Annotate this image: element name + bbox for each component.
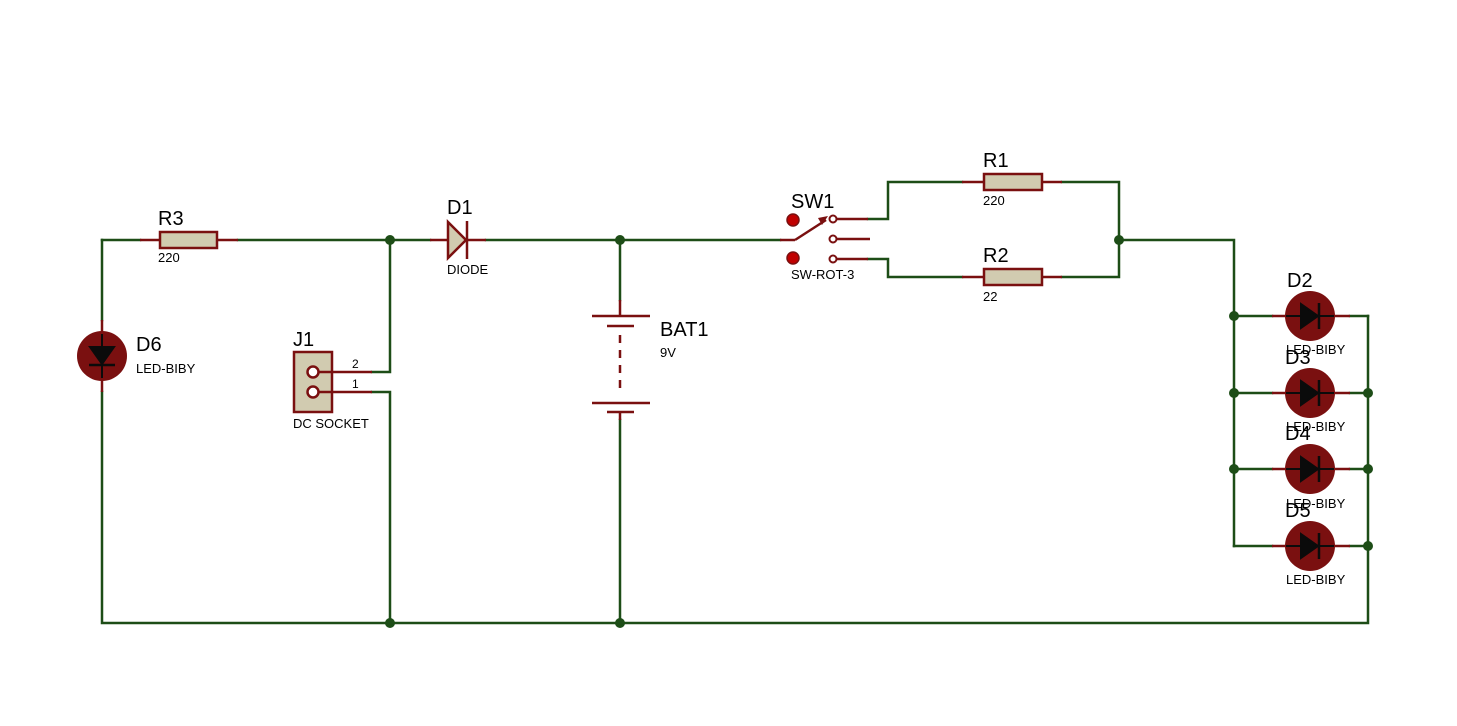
led-d3[interactable]: D3 LED-BIBY <box>1272 347 1350 434</box>
sw1-wiper-arrow <box>818 216 828 225</box>
j1-value-label: DC SOCKET <box>293 416 369 431</box>
wires <box>100 180 1370 625</box>
d4-ref-label: D4 <box>1285 423 1311 445</box>
led-d6[interactable]: D6 LED-BIBY <box>77 320 196 392</box>
bat1-value-label: 9V <box>660 345 676 360</box>
d3-triangle <box>1300 379 1320 407</box>
led-d5[interactable]: D5 LED-BIBY <box>1272 500 1350 587</box>
j1-pin1-hole <box>306 385 320 399</box>
junction-node <box>1363 388 1373 398</box>
d6-ref-label: D6 <box>136 334 162 356</box>
wire-ground-rail <box>100 314 1370 625</box>
sw1-contact-3 <box>828 254 838 264</box>
sw1-ref-label: SW1 <box>791 191 834 213</box>
d1-triangle <box>446 218 468 262</box>
d6-value-label: LED-BIBY <box>136 361 196 376</box>
d5-value-label: LED-BIBY <box>1286 572 1346 587</box>
battery-bat1[interactable]: BAT1 9V <box>592 300 709 420</box>
d4-value-label: LED-BIBY <box>1286 496 1346 511</box>
d3-ref-label: D3 <box>1285 347 1311 369</box>
d2-value-label: LED-BIBY <box>1286 342 1346 357</box>
junction-node <box>1229 388 1239 398</box>
wire-r1-r2-join <box>1060 180 1121 279</box>
junction-node <box>1114 235 1124 245</box>
junction-node <box>1229 464 1239 474</box>
switch-sw1[interactable]: SW1 SW-ROT-3 <box>780 191 870 282</box>
d2-ref-label: D2 <box>1287 270 1313 292</box>
d1-value-label: DIODE <box>447 262 489 277</box>
sw1-contact-2 <box>828 234 838 244</box>
junction-node <box>1363 541 1373 551</box>
d4-triangle <box>1300 455 1320 483</box>
r1-value-label: 220 <box>983 193 1005 208</box>
sw1-state-indicator-icon[interactable] <box>786 213 800 227</box>
r2-body <box>982 267 1044 287</box>
junction-node <box>615 618 625 628</box>
wire-sw-to-r2 <box>866 257 964 279</box>
bat1-ref-label: BAT1 <box>660 319 709 341</box>
wire-j1-pin2 <box>370 238 392 374</box>
junction-node <box>1229 311 1239 321</box>
d2-triangle <box>1300 302 1320 330</box>
resistor-r3[interactable]: R3 220 <box>140 208 238 265</box>
resistor-r2[interactable]: R2 22 <box>962 245 1062 304</box>
led-d4[interactable]: D4 LED-BIBY <box>1272 423 1350 511</box>
diode-d1[interactable]: D1 DIODE <box>430 197 489 277</box>
junction-node <box>615 235 625 245</box>
r3-value-label: 220 <box>158 250 180 265</box>
junction-node <box>385 618 395 628</box>
junction-node <box>1363 464 1373 474</box>
connector-j1[interactable]: 2 1 J1 DC SOCKET <box>292 329 372 431</box>
r3-ref-label: R3 <box>158 208 184 230</box>
d1-ref-label: D1 <box>447 197 473 219</box>
d5-ref-label: D5 <box>1285 500 1311 522</box>
d5-triangle <box>1300 532 1320 560</box>
wire-to-led-bank <box>1117 238 1236 548</box>
j1-pin2-hole <box>306 365 320 379</box>
d3-value-label: LED-BIBY <box>1286 419 1346 434</box>
j1-pin2-number: 2 <box>352 357 359 371</box>
r1-ref-label: R1 <box>983 150 1009 172</box>
wire-sw-to-r1 <box>866 180 964 221</box>
wire-j1-pin1 <box>370 390 392 625</box>
r2-value-label: 22 <box>983 289 997 304</box>
sw1-value-label: SW-ROT-3 <box>791 267 854 282</box>
sw1-wiper <box>794 218 827 242</box>
led-d2[interactable]: D2 LED-BIBY <box>1272 270 1350 357</box>
j1-pin1-number: 1 <box>352 377 359 391</box>
sw1-contact-1 <box>828 214 838 224</box>
r3-body <box>158 230 219 250</box>
r1-body <box>982 172 1044 192</box>
j1-ref-label: J1 <box>293 329 314 351</box>
junction-node <box>385 235 395 245</box>
sw1-state-indicator-icon[interactable] <box>786 251 800 265</box>
resistor-r1[interactable]: R1 220 <box>962 150 1062 208</box>
r2-ref-label: R2 <box>983 245 1009 267</box>
j1-body <box>292 350 334 414</box>
junction-nodes <box>385 235 1373 628</box>
